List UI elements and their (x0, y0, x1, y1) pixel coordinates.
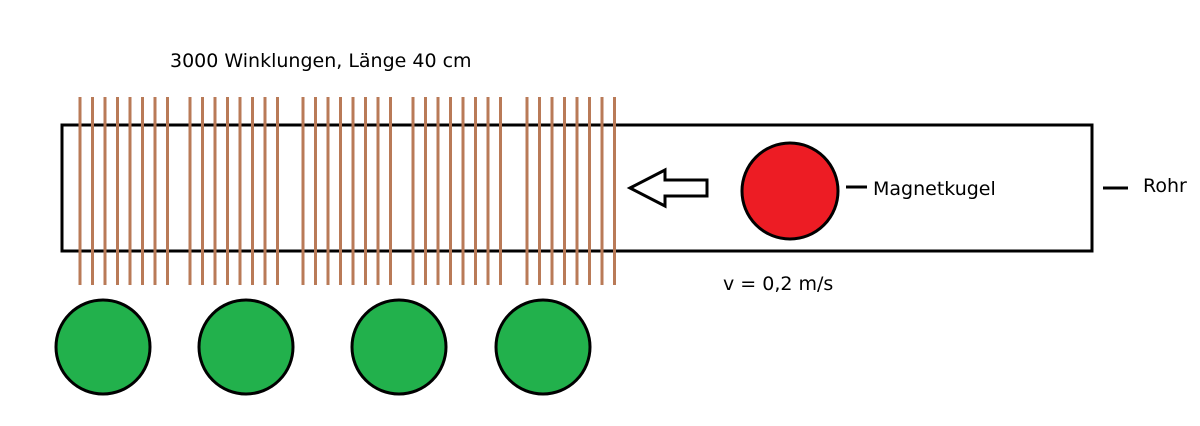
coil-label: 3000 Winklungen, Länge 40 cm (170, 50, 472, 72)
magnet-ball (740, 141, 840, 241)
green-circle (197, 298, 295, 396)
green-circle (494, 298, 592, 396)
ball-label: Magnetkugel (873, 178, 996, 200)
speed-label: v = 0,2 m/s (723, 273, 834, 295)
green-circles (54, 298, 592, 396)
coil-windings (78, 97, 616, 285)
tube-label: Rohr (1143, 175, 1187, 197)
left-arrow-icon (626, 167, 709, 209)
green-circle (350, 298, 448, 396)
green-circle (54, 298, 152, 396)
